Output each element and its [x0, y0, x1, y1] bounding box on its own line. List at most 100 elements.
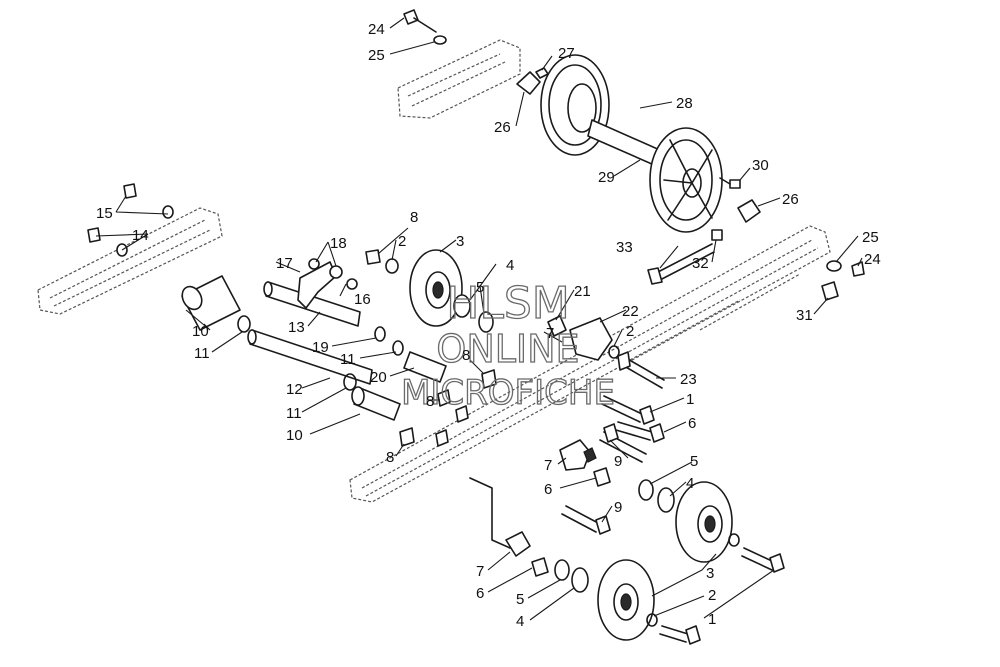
idler-wheel-lower — [597, 559, 655, 641]
axle-bracket-26b — [737, 199, 761, 223]
callout-labels: 24 25 27 28 26 29 30 26 15 14 8 2 3 18 1… — [96, 21, 881, 630]
bolt-24b-washer-25b-cap-31 — [821, 260, 865, 301]
bolt-6-lower — [531, 557, 549, 577]
callout-19: 19 — [312, 339, 329, 356]
axle-bracket-26a — [516, 71, 541, 95]
watermark-line-3: MICROFICHE — [401, 373, 615, 413]
callout-24: 24 — [368, 21, 385, 38]
rear-wheel-right — [649, 127, 723, 233]
bolt-9-upper — [599, 423, 647, 463]
callout-4-c: 4 — [516, 613, 524, 630]
callout-9: 9 — [614, 453, 622, 470]
callout-8: 8 — [410, 209, 418, 226]
callout-15: 15 — [96, 205, 113, 222]
washer-11-a — [237, 315, 251, 333]
callout-28: 28 — [676, 95, 693, 112]
callout-2-c: 2 — [708, 587, 716, 604]
spacer-10-lower — [351, 386, 401, 421]
bolt-30 — [719, 177, 741, 189]
callout-10-b: 10 — [286, 427, 303, 444]
callout-2-b: 2 — [626, 323, 634, 340]
bolt-6-upper — [615, 421, 665, 443]
callout-11-b: 11 — [340, 351, 356, 368]
bearing-4-5-upper — [453, 294, 494, 333]
callout-24-b: 24 — [864, 251, 881, 268]
callout-22: 22 — [622, 303, 639, 320]
nut-27 — [535, 67, 549, 79]
shaft-12 — [247, 329, 373, 385]
long-bolt-33 — [647, 243, 715, 285]
callout-32: 32 — [692, 255, 709, 272]
callout-23: 23 — [680, 371, 697, 388]
callout-26: 26 — [494, 119, 511, 136]
callout-27: 27 — [558, 45, 575, 62]
bolt-6-mid — [593, 467, 611, 487]
bolt-9-lower — [561, 505, 611, 535]
watermark: HLSM ONLINE MICROFICHE — [400, 277, 615, 413]
callout-21: 21 — [574, 283, 591, 300]
bolt-23-washer-2 — [608, 345, 665, 389]
callout-1: 1 — [686, 391, 694, 408]
callout-4: 4 — [506, 257, 514, 274]
bolt-1-upper — [601, 395, 655, 425]
callout-25: 25 — [368, 47, 385, 64]
callout-31: 31 — [796, 307, 813, 324]
callout-11-c: 11 — [286, 405, 302, 422]
idler-wheel-mid — [675, 481, 733, 563]
callout-8-c: 8 — [426, 393, 434, 410]
bracket-22-21 — [547, 315, 613, 361]
nuts-14-15 — [87, 183, 174, 257]
callout-25-b: 25 — [862, 229, 879, 246]
spacer-32 — [711, 229, 723, 241]
callout-2: 2 — [398, 233, 406, 250]
callout-26-b: 26 — [782, 191, 799, 208]
spacer-20 — [403, 351, 447, 383]
callout-4-b: 4 — [686, 475, 694, 492]
callout-33: 33 — [616, 239, 633, 256]
callout-9-b: 9 — [614, 499, 622, 516]
washer-11-b — [343, 373, 357, 391]
right-rail — [349, 225, 831, 503]
callout-7: 7 — [546, 325, 554, 342]
callout-12: 12 — [286, 381, 303, 398]
callout-8-d: 8 — [386, 449, 394, 466]
left-rail — [37, 207, 223, 315]
leader-lines — [95, 17, 863, 621]
callout-18: 18 — [330, 235, 347, 252]
washer-2-bolt-1-lower — [646, 613, 701, 645]
callout-3: 3 — [456, 233, 464, 250]
callout-6-c: 6 — [476, 585, 484, 602]
callout-7-c: 7 — [476, 563, 484, 580]
idler-wheel-upper — [409, 249, 463, 327]
callout-17: 17 — [276, 255, 293, 272]
nuts-8-mid — [399, 369, 497, 447]
lower-arm — [469, 477, 531, 557]
callout-5-c: 5 — [516, 591, 524, 608]
watermark-line-2: ONLINE — [436, 327, 579, 371]
callout-3-b: 3 — [706, 565, 714, 582]
washers-19-11 — [374, 326, 404, 356]
callout-8-b: 8 — [462, 347, 470, 364]
callout-5-b: 5 — [690, 453, 698, 470]
bearing-5-4-lower — [554, 559, 589, 593]
callout-11: 11 — [194, 345, 210, 362]
callout-1-b: 1 — [708, 611, 716, 628]
callout-6: 6 — [688, 415, 696, 432]
callout-20: 20 — [370, 369, 387, 386]
linkage-16-17-18 — [297, 258, 358, 309]
callout-6-b: 6 — [544, 481, 552, 498]
callout-16: 16 — [354, 291, 371, 308]
spacer-10-upper — [181, 275, 241, 331]
shaft-13 — [263, 281, 361, 327]
washer-2-bolt-1-mid — [728, 533, 785, 573]
upper-right-rail — [397, 39, 521, 119]
bearing-4-5-mid — [638, 479, 675, 513]
bolt-24a-washer-25a — [403, 9, 447, 45]
callout-29: 29 — [598, 169, 615, 186]
arm-7-upper — [559, 439, 597, 471]
callout-14: 14 — [132, 227, 149, 244]
callout-7-b: 7 — [544, 457, 552, 474]
callout-5: 5 — [476, 279, 484, 296]
